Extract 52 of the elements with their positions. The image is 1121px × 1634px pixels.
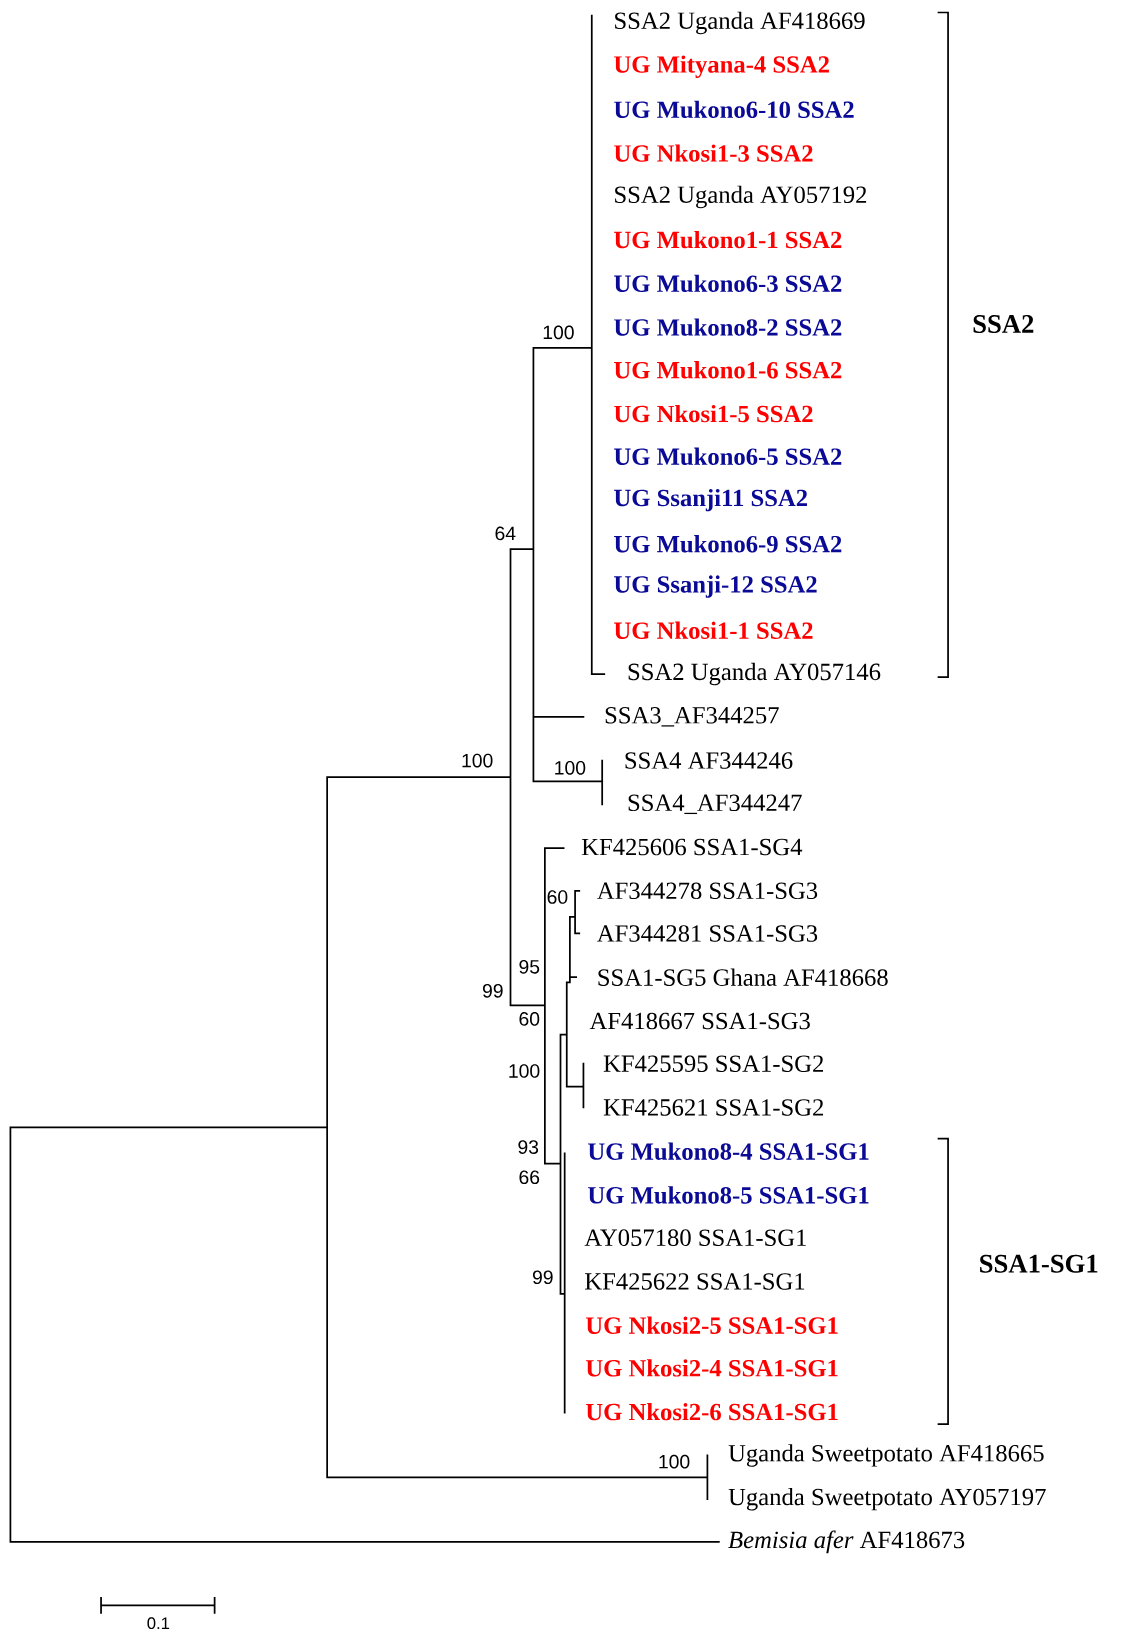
taxon-label: SSA2 Uganda AY057192 — [615, 185, 867, 209]
taxon-label: UG Mukono6-10 SSA2 — [614, 100, 854, 119]
scale-label: 0.1 — [147, 1617, 170, 1630]
taxon-label: UG Mukono8-5 SSA1-SG1 — [588, 1186, 869, 1204]
taxon-label: AF418667 SSA1-SG3 — [589, 1012, 810, 1030]
taxon-label: KF425621 SSA1-SG2 — [603, 1099, 824, 1116]
bootstrap-value: 95 — [519, 959, 540, 974]
taxon-label: UG Nkosi2-4 SSA1-SG1 — [585, 1359, 838, 1377]
taxon-label: UG Nkosi1-3 SSA2 — [614, 144, 813, 162]
clade-label: SSA2 — [973, 315, 1034, 333]
taxon-label: Uganda Sweetpotato AF418665 — [728, 1444, 1044, 1467]
taxon-label: UG Mukono8-2 SSA2 — [614, 318, 842, 336]
bootstrap-value: 100 — [509, 1064, 540, 1078]
taxon-label: UG Ssanji-12 SSA2 — [614, 575, 817, 598]
taxon-label: SSA4_AF344247 — [628, 794, 802, 815]
taxon-label: UG Ssanji11 SSA2 — [614, 488, 807, 512]
taxon-label: KF425595 SSA1-SG2 — [603, 1055, 824, 1072]
taxon-label: UG Mityana-4 SSA2 — [614, 55, 829, 78]
bootstrap-value: 99 — [482, 983, 503, 998]
bootstrap-value: 100 — [659, 1454, 690, 1469]
bootstrap-value: 100 — [555, 761, 586, 775]
taxon-label: UG Nkosi2-6 SSA1-SG1 — [585, 1403, 838, 1421]
taxon-label: UG Nkosi2-5 SSA1-SG1 — [585, 1316, 838, 1334]
taxon-label: UG Mukono1-1 SSA2 — [614, 230, 842, 249]
bootstrap-value: 100 — [543, 325, 574, 340]
taxon-label: KF425606 SSA1-SG4 — [581, 838, 803, 856]
taxon-label: SSA3_AF344257 — [605, 707, 779, 727]
taxon-label: SSA2 Uganda AF418669 — [615, 11, 865, 35]
bootstrap-value: 60 — [547, 890, 568, 904]
taxon-label: SSA1-SG5 Ghana AF418668 — [598, 968, 888, 986]
bootstrap-value: 66 — [519, 1170, 540, 1185]
bootstrap-value: 64 — [495, 526, 516, 541]
taxon-label: AF344281 SSA1-SG3 — [597, 925, 818, 942]
taxon-label: UG Nkosi1-1 SSA2 — [614, 621, 813, 639]
taxon-label: UG Mukono1-6 SSA2 — [614, 361, 842, 379]
taxon-label: Uganda Sweetpotato AY057197 — [728, 1487, 1046, 1511]
taxon-label: KF425622 SSA1-SG1 — [585, 1273, 805, 1290]
taxon-label: UG Mukono6-5 SSA2 — [614, 447, 842, 466]
taxon-label: AF344278 SSA1-SG3 — [597, 882, 818, 900]
bootstrap-value: 100 — [462, 753, 493, 768]
taxon-label: UG Nkosi1-5 SSA2 — [614, 404, 813, 423]
taxon-label: Bemisia afer AF418673 — [728, 1530, 965, 1554]
taxon-label: UG Mukono8-4 SSA1-SG1 — [588, 1142, 869, 1160]
taxon-label: SSA2 Uganda AY057146 — [628, 662, 881, 686]
bootstrap-value: 93 — [518, 1140, 539, 1154]
taxon-label: AY057180 SSA1-SG1 — [584, 1229, 806, 1247]
taxon-label: UG Mukono6-9 SSA2 — [614, 535, 842, 553]
bootstrap-value: 99 — [532, 1270, 553, 1285]
taxon-label: SSA4 AF344246 — [625, 752, 793, 769]
bootstrap-value: 60 — [519, 1012, 540, 1026]
taxon-label: UG Mukono6-3 SSA2 — [614, 274, 842, 293]
clade-label: SSA1-SG1 — [980, 1254, 1098, 1273]
